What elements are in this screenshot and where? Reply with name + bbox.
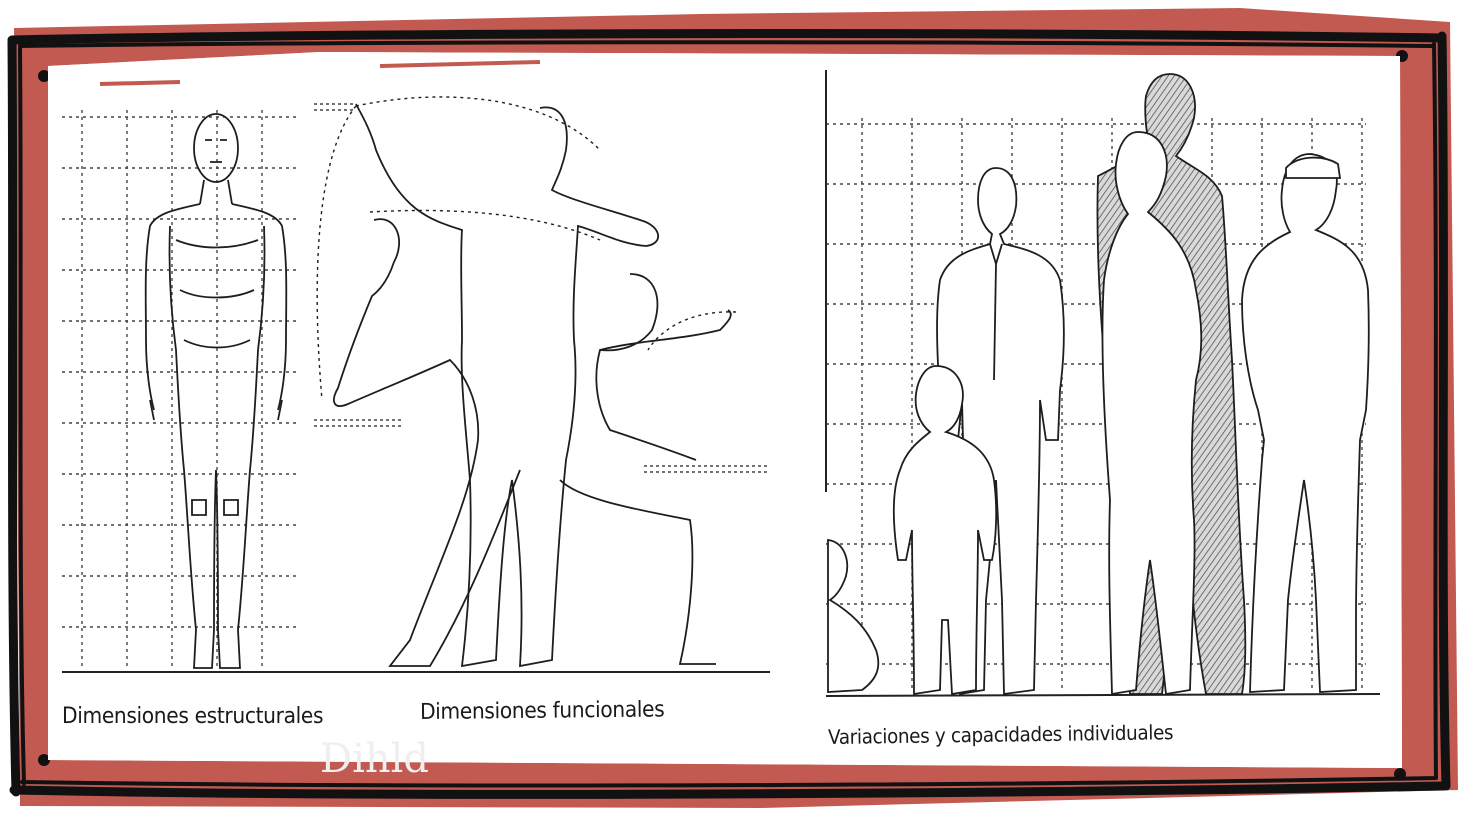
corner-dot-br [1394, 768, 1406, 780]
faded-background-lettering: Dihld [320, 736, 429, 782]
caption-functional-dimensions: Dimensiones funcionales [420, 697, 665, 725]
red-mark [100, 82, 180, 84]
caption-structural-dimensions: Dimensiones estructurales [62, 704, 323, 729]
caption-individual-variations: Variaciones y capacidades individuales [828, 720, 1174, 749]
